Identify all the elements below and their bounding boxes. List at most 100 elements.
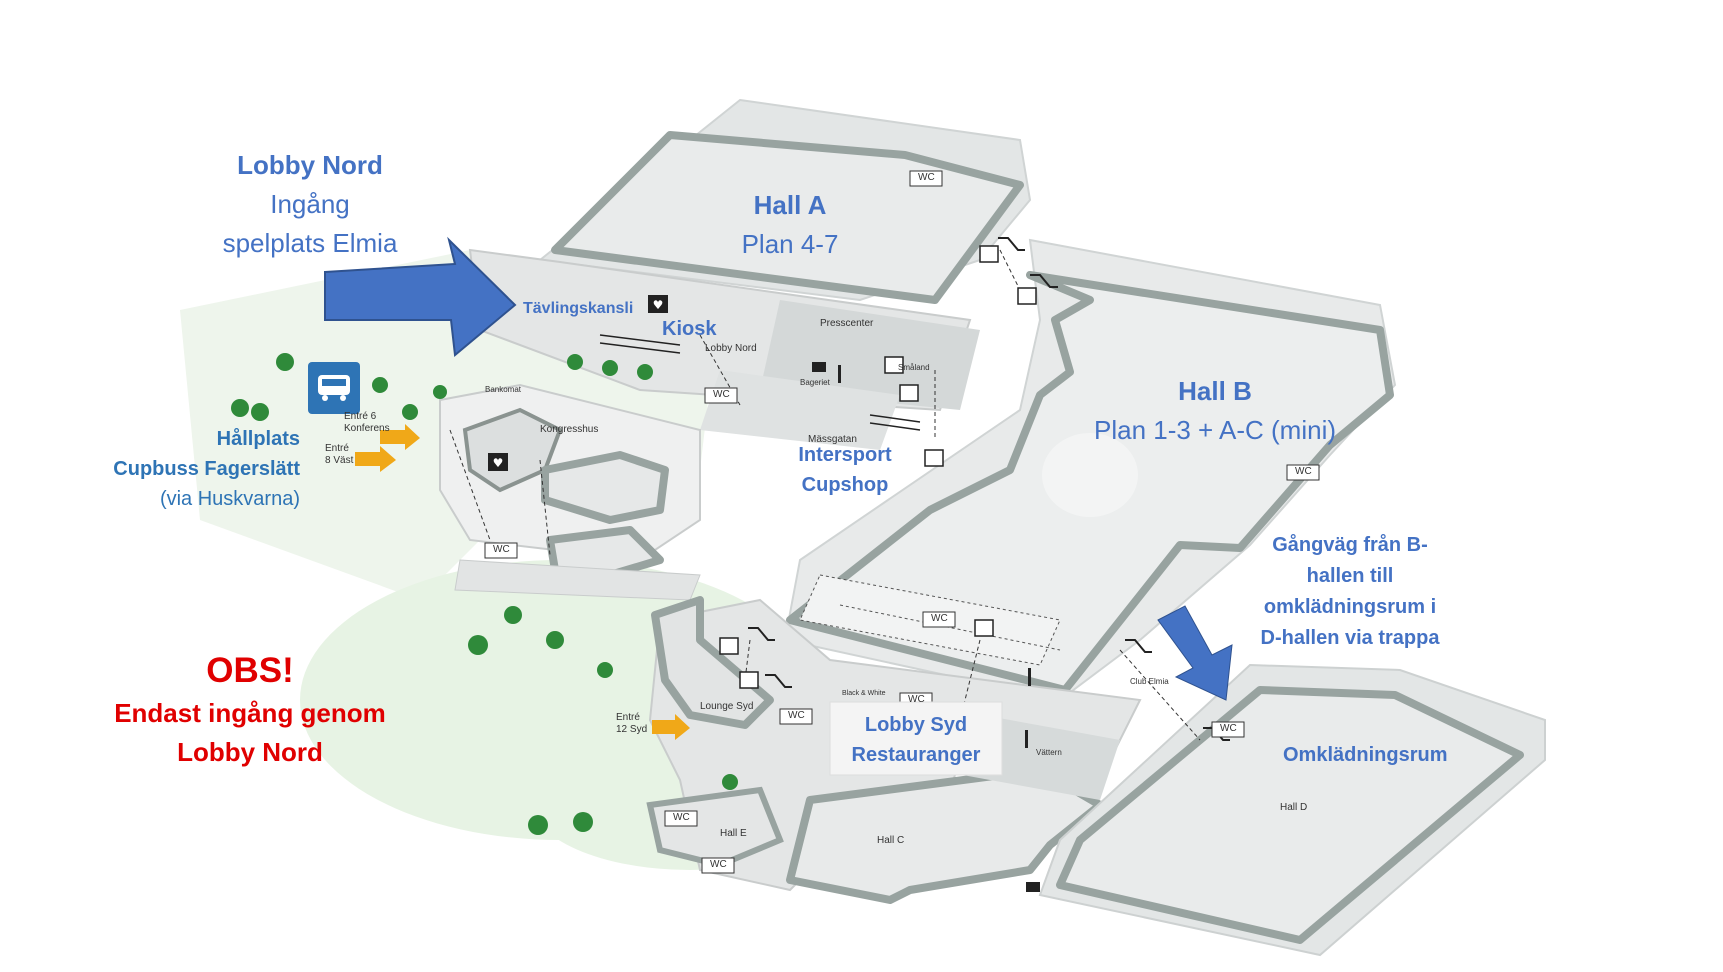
restaurant-icon: [1025, 730, 1028, 748]
tree-icon: [402, 404, 418, 420]
entre8-line1: Entré: [325, 443, 349, 454]
tree-icon: [602, 360, 618, 376]
elevator-icon: [884, 356, 904, 374]
kiosk-label: Kiosk: [662, 318, 717, 340]
entrance-arrows: [355, 424, 690, 740]
tree-icon: [251, 403, 269, 421]
trees: [231, 353, 738, 835]
omkladningsrum-label: Omklädningsrum: [1283, 744, 1448, 766]
bankomat-label: Bankomat: [485, 385, 522, 394]
lounge-syd-label: Lounge Syd: [700, 701, 754, 712]
tree-icon: [231, 399, 249, 417]
escalator-icon: [748, 627, 775, 641]
wc-label: WC: [1220, 723, 1237, 734]
escalator-icon: [765, 674, 792, 688]
hallplats-line2: Cupbuss Fagerslätt: [113, 458, 300, 480]
cafe-icon: [1026, 882, 1040, 892]
wc-label: WC: [493, 544, 510, 555]
intersport-line1: Intersport: [798, 444, 892, 466]
entre8-label: Entré 8 Väst: [325, 443, 353, 467]
lobby-nord-arrow: [324, 236, 517, 357]
svg-text:♥: ♥: [653, 298, 664, 312]
elevator-icon: [719, 637, 739, 655]
wc-box: [779, 708, 813, 725]
entre12-line2: 12 Syd: [616, 724, 648, 735]
elevator-icon: [974, 619, 994, 637]
lobby-nord-line2: spelplats Elmia: [222, 228, 398, 258]
lobby-nord-small-label: Lobby Nord: [705, 343, 757, 354]
intersport-line2: Cupshop: [801, 474, 889, 496]
wc-box: [704, 387, 738, 404]
elevator-icon: [739, 671, 759, 689]
hall-b-title: Hall B: [1178, 376, 1252, 406]
elevator-icon: [979, 245, 999, 263]
tree-icon: [722, 774, 738, 790]
hall-d-label: Hall D: [1280, 802, 1308, 813]
tree-icon: [597, 662, 613, 678]
entre6-line1: Entré 6: [344, 411, 377, 422]
entre8-line2: 8 Väst: [325, 455, 354, 466]
hallplats-callout: Hållplats Cupbuss Fagerslätt (via Huskva…: [90, 424, 300, 514]
entre6-label: Entré 6 Konferens: [344, 411, 390, 435]
wc-label: WC: [673, 812, 690, 823]
presscenter-label: Presscenter: [820, 318, 874, 329]
bageriet-label: Bageriet: [800, 378, 830, 387]
obs-line2: Lobby Nord: [177, 737, 323, 767]
smaland-label: Småland: [898, 363, 930, 372]
escalator-icon: [998, 237, 1025, 251]
cafe-icon: [812, 362, 826, 372]
lobby-syd-line2: Restauranger: [851, 744, 981, 766]
lobby-nord-callout: Lobby Nord Ingång spelplats Elmia: [195, 146, 425, 263]
hall-a-callout: Hall A Plan 4-7: [720, 186, 860, 264]
stairs-icons: [599, 334, 921, 431]
elevator-icons: [719, 245, 1037, 689]
hall-b-callout: Hall B Plan 1-3 + A-C (mini): [1055, 372, 1375, 450]
intersport-callout: Intersport Cupshop: [770, 440, 920, 500]
restaurant-icon: [1028, 668, 1031, 686]
restaurant-icons: [812, 362, 1040, 892]
obs-line1: Endast ingång genom: [114, 698, 386, 728]
entre12-label: Entré 12 Syd: [616, 712, 647, 736]
hallplats-line1: Hållplats: [216, 428, 300, 450]
escalator-icon: [1030, 274, 1058, 288]
lobby-syd-line1: Lobby Syd: [864, 714, 968, 736]
vattern-label: Vättern: [1036, 748, 1062, 757]
hall-e: [646, 786, 784, 869]
wc-label: WC: [1295, 466, 1312, 477]
hall-b: [783, 238, 1397, 702]
tree-icon: [433, 385, 447, 399]
wc-box: [701, 857, 735, 874]
tree-icon: [468, 635, 488, 655]
wc-label: WC: [931, 613, 948, 624]
obs-callout: OBS! Endast ingång genom Lobby Nord: [95, 648, 405, 772]
hall-e-label: Hall E: [720, 828, 747, 839]
kongresshus-label: Kongresshus: [540, 424, 599, 435]
escalator-icon: [1125, 639, 1152, 653]
tree-icon: [528, 815, 548, 835]
bus-stop-icon: [308, 362, 360, 414]
escalator-icons: [748, 237, 1230, 741]
tree-icon: [637, 364, 653, 380]
tree-icon: [372, 377, 388, 393]
defibrillator-icon: ♥: [648, 295, 668, 313]
black-white-label: Black & White: [842, 690, 886, 697]
gangvag-line4: D-hallen via trappa: [1260, 627, 1440, 649]
massgatan-label: Mässgatan: [808, 434, 857, 445]
tree-icon: [567, 354, 583, 370]
wc-label: WC: [908, 694, 925, 705]
lobby-nord-line1: Ingång: [270, 189, 350, 219]
entre6-arrow: [380, 424, 420, 450]
wc-label: WC: [713, 389, 730, 400]
wc-box: [922, 611, 956, 628]
elevator-icon: [1017, 287, 1037, 305]
entre12-arrow: [652, 714, 690, 740]
gangvag-line3: omklädningsrum i: [1263, 596, 1437, 618]
hall-a-title: Hall A: [753, 190, 827, 220]
connector-lines: [449, 249, 1201, 741]
hall-a: [537, 98, 1032, 304]
tree-icon: [276, 353, 294, 371]
hall-c-label: Hall C: [877, 835, 905, 846]
tree-icon: [546, 631, 564, 649]
obs-title: OBS!: [206, 651, 294, 690]
